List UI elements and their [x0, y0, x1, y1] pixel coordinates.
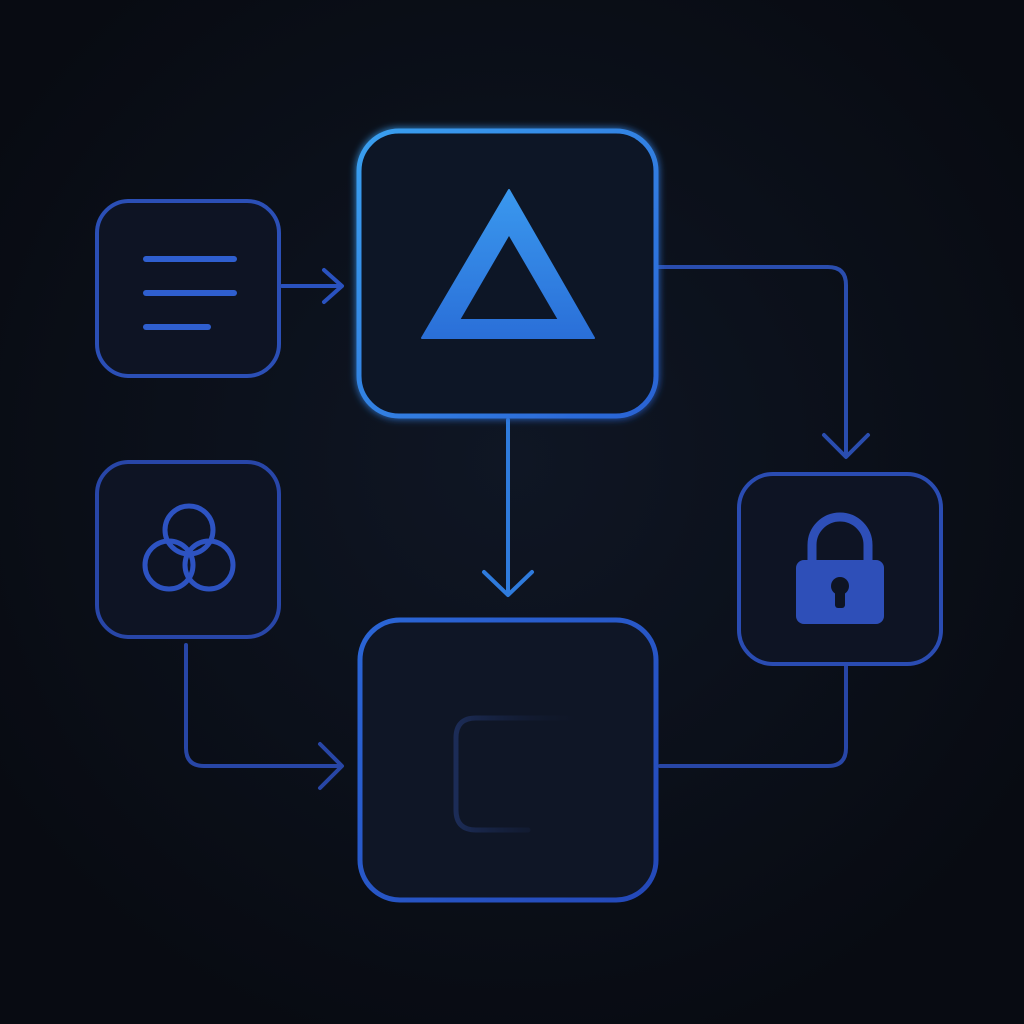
edge-document-to-core [280, 268, 344, 304]
lock-node[interactable] [737, 472, 943, 666]
edge-core-to-hub [482, 418, 534, 597]
connectors [184, 265, 870, 790]
edge-overlap-to-hub [184, 643, 344, 790]
triangle-icon [421, 189, 595, 339]
hub-node[interactable] [357, 617, 659, 903]
document-node[interactable] [95, 199, 281, 378]
padlock-icon [796, 512, 884, 624]
core-node[interactable] [356, 128, 659, 419]
edge-lock-to-hub [658, 664, 848, 768]
overlap-node[interactable] [95, 460, 281, 639]
edge-core-to-lock [656, 265, 870, 459]
open-square-bracket-icon [453, 715, 583, 833]
document-lines-icon [143, 256, 237, 330]
overlapping-circles-icon [142, 503, 236, 592]
